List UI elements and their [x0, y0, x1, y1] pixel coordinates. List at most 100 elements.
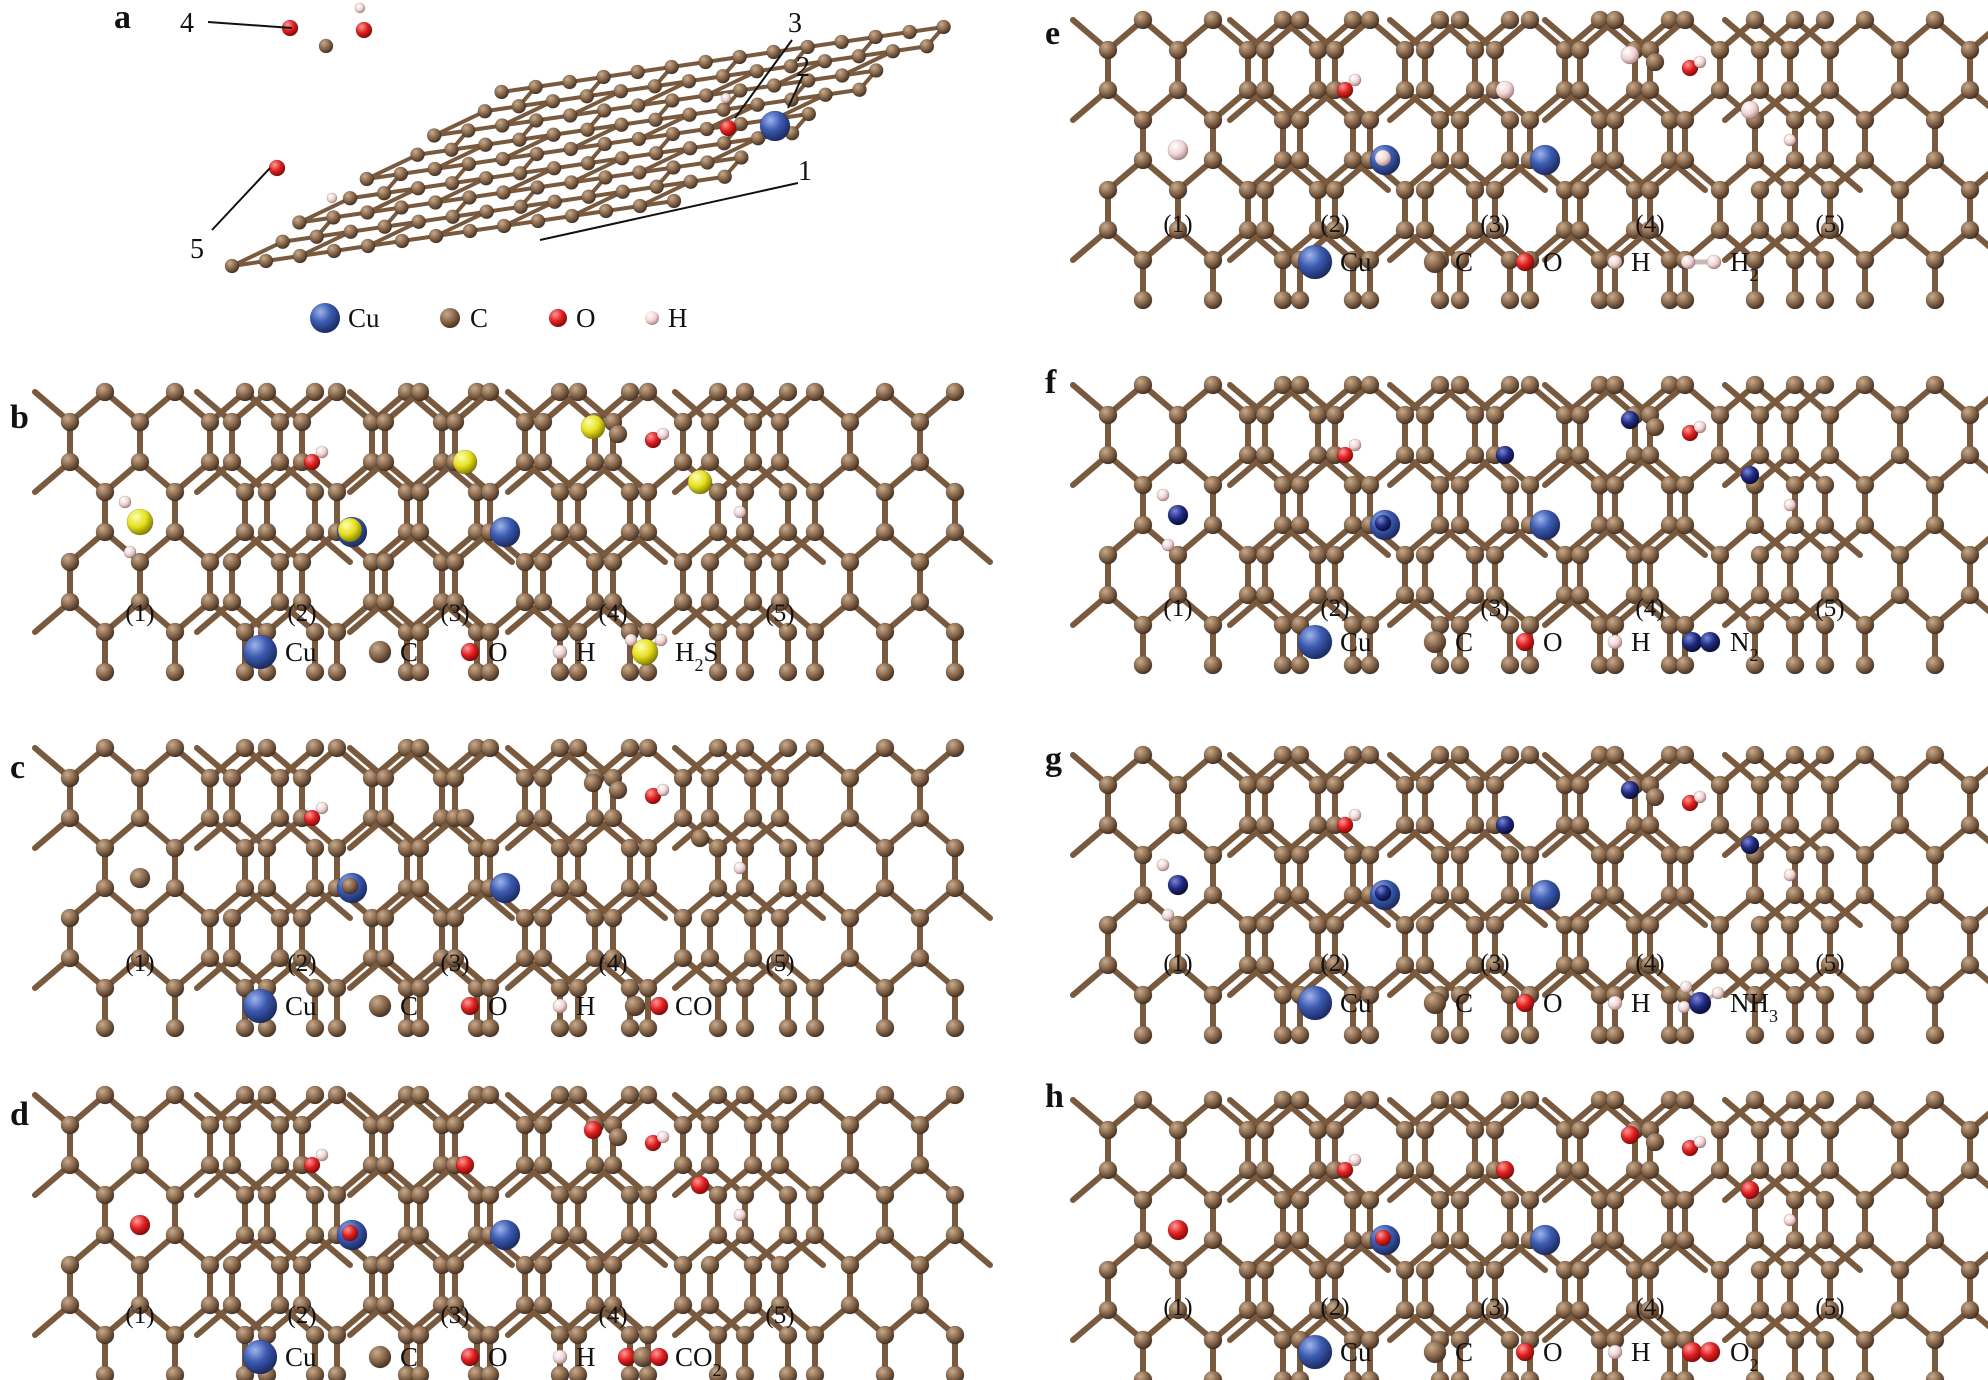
carbon-atom: [875, 1225, 895, 1245]
carbon-atom: [1925, 1190, 1945, 1210]
carbon-atom: [1500, 1330, 1520, 1350]
adsorbate-atom: [126, 508, 154, 536]
carbon-atom: [95, 662, 115, 682]
bond: [433, 176, 489, 205]
carbon-atom: [840, 452, 860, 472]
carbon-atom: [945, 738, 965, 758]
carbon-atom: [547, 194, 563, 210]
site-configuration-2: (2): [1227, 1090, 1548, 1380]
graphene-sheet-3d: [224, 2, 951, 274]
carbon-atom: [130, 1295, 150, 1315]
carbon-atom: [700, 155, 715, 170]
carbon-atom: [1785, 655, 1805, 675]
carbon-atom: [1785, 985, 1805, 1005]
carbon-atom: [945, 1018, 965, 1038]
bond: [365, 186, 421, 215]
carbon-atom: [1168, 1300, 1188, 1320]
site-configuration-4: (4): [1542, 10, 1863, 310]
bond: [434, 209, 489, 238]
carbon-atom: [1273, 1370, 1293, 1380]
carbon-atom: [377, 219, 393, 235]
leader-line-1: [539, 182, 799, 241]
site-label: (4): [598, 600, 627, 627]
panel-label-f: f: [1045, 364, 1057, 401]
carbon-atom: [1450, 615, 1470, 635]
carbon-atom: [735, 662, 755, 682]
carbon-atom: [1238, 545, 1258, 565]
carbon-atom: [735, 738, 755, 758]
carbon-atom: [410, 622, 430, 642]
legend-label-cu: Cu: [1340, 627, 1372, 657]
carbon-atom: [716, 135, 732, 151]
carbon-atom: [1640, 1300, 1660, 1320]
carbon-atom: [743, 1295, 763, 1315]
carbon-atom: [1855, 985, 1875, 1005]
carbon-atom: [270, 1295, 290, 1315]
carbon-atom: [649, 179, 665, 195]
carbon-atom: [1605, 150, 1625, 170]
carbon-atom: [95, 482, 115, 502]
carbon-atom: [1750, 585, 1770, 605]
edge-hydrogen-atom: [326, 192, 338, 204]
carbon-atom: [1395, 180, 1415, 200]
carbon-atom: [270, 1255, 290, 1275]
site-label: (5): [765, 950, 794, 977]
carbon-atom: [770, 592, 790, 612]
adsorbate-atom: [341, 1224, 359, 1242]
legend-swatch-h: [1607, 995, 1623, 1011]
legend-label-h: H: [576, 637, 596, 667]
carboxyl-carbon-atom: [1645, 1132, 1665, 1152]
edge-hydrogen-atom: [720, 92, 732, 104]
adsorbate-hydrogen-atom: [123, 545, 137, 559]
carbon-atom: [1415, 405, 1435, 425]
adsorbate-atom: [687, 469, 713, 495]
carbon-atom: [1675, 615, 1695, 635]
legend-a: Cu C O H: [310, 303, 688, 333]
carbon-atom: [1750, 1300, 1770, 1320]
carbon-atom: [222, 1295, 242, 1315]
carbon-atom: [200, 948, 220, 968]
carbon-atom: [480, 1085, 500, 1105]
adsorbate-atom: [1620, 780, 1640, 800]
carbon-atom: [1780, 585, 1800, 605]
panel-a: a 4 3 2 1 5 Cu C O H: [114, 0, 951, 333]
molecule-nitrogen-atom: [1681, 631, 1703, 653]
carbon-atom: [770, 948, 790, 968]
carbon-atom: [60, 808, 80, 828]
carbon-atom: [735, 382, 755, 402]
carbon-atom: [1675, 10, 1695, 30]
carbon-atom: [1430, 515, 1450, 535]
hydroxyl-hydrogen-atom: [1348, 1153, 1362, 1167]
carbon-atom: [1203, 150, 1223, 170]
carbon-atom: [1925, 745, 1945, 765]
carbon-atom: [165, 1018, 185, 1038]
site-configuration-3: (3): [347, 738, 668, 1038]
carbon-atom: [1815, 290, 1835, 310]
carbon-atom: [1785, 1190, 1805, 1210]
carbon-atom: [735, 878, 755, 898]
carbon-atom: [235, 1018, 255, 1038]
legend-swatch-c: [368, 994, 392, 1018]
carbon-atom: [1785, 1370, 1805, 1380]
carbon-atom: [1395, 1160, 1415, 1180]
carbon-atom: [603, 808, 623, 828]
graphene-lattice: [1722, 1090, 1988, 1380]
adsorbate-atom: [1495, 445, 1515, 465]
carbon-atom: [1255, 1260, 1275, 1280]
carbon-atom: [235, 978, 255, 998]
legend-label-h: H: [1631, 247, 1651, 277]
carbon-atom: [1675, 110, 1695, 130]
carbon-atom: [1360, 110, 1380, 130]
carbon-atom: [60, 1295, 80, 1315]
carbon-atom: [1820, 1120, 1840, 1140]
carbon-atom: [945, 1225, 965, 1245]
carbon-atom: [200, 412, 220, 432]
carbon-atom: [165, 1185, 185, 1205]
carbon-atom: [1485, 545, 1505, 565]
carbon-atom: [530, 213, 546, 229]
carbon-atom: [410, 1085, 430, 1105]
adsorbate-atom: [583, 1120, 603, 1140]
legend-swatch-o: [549, 309, 567, 327]
